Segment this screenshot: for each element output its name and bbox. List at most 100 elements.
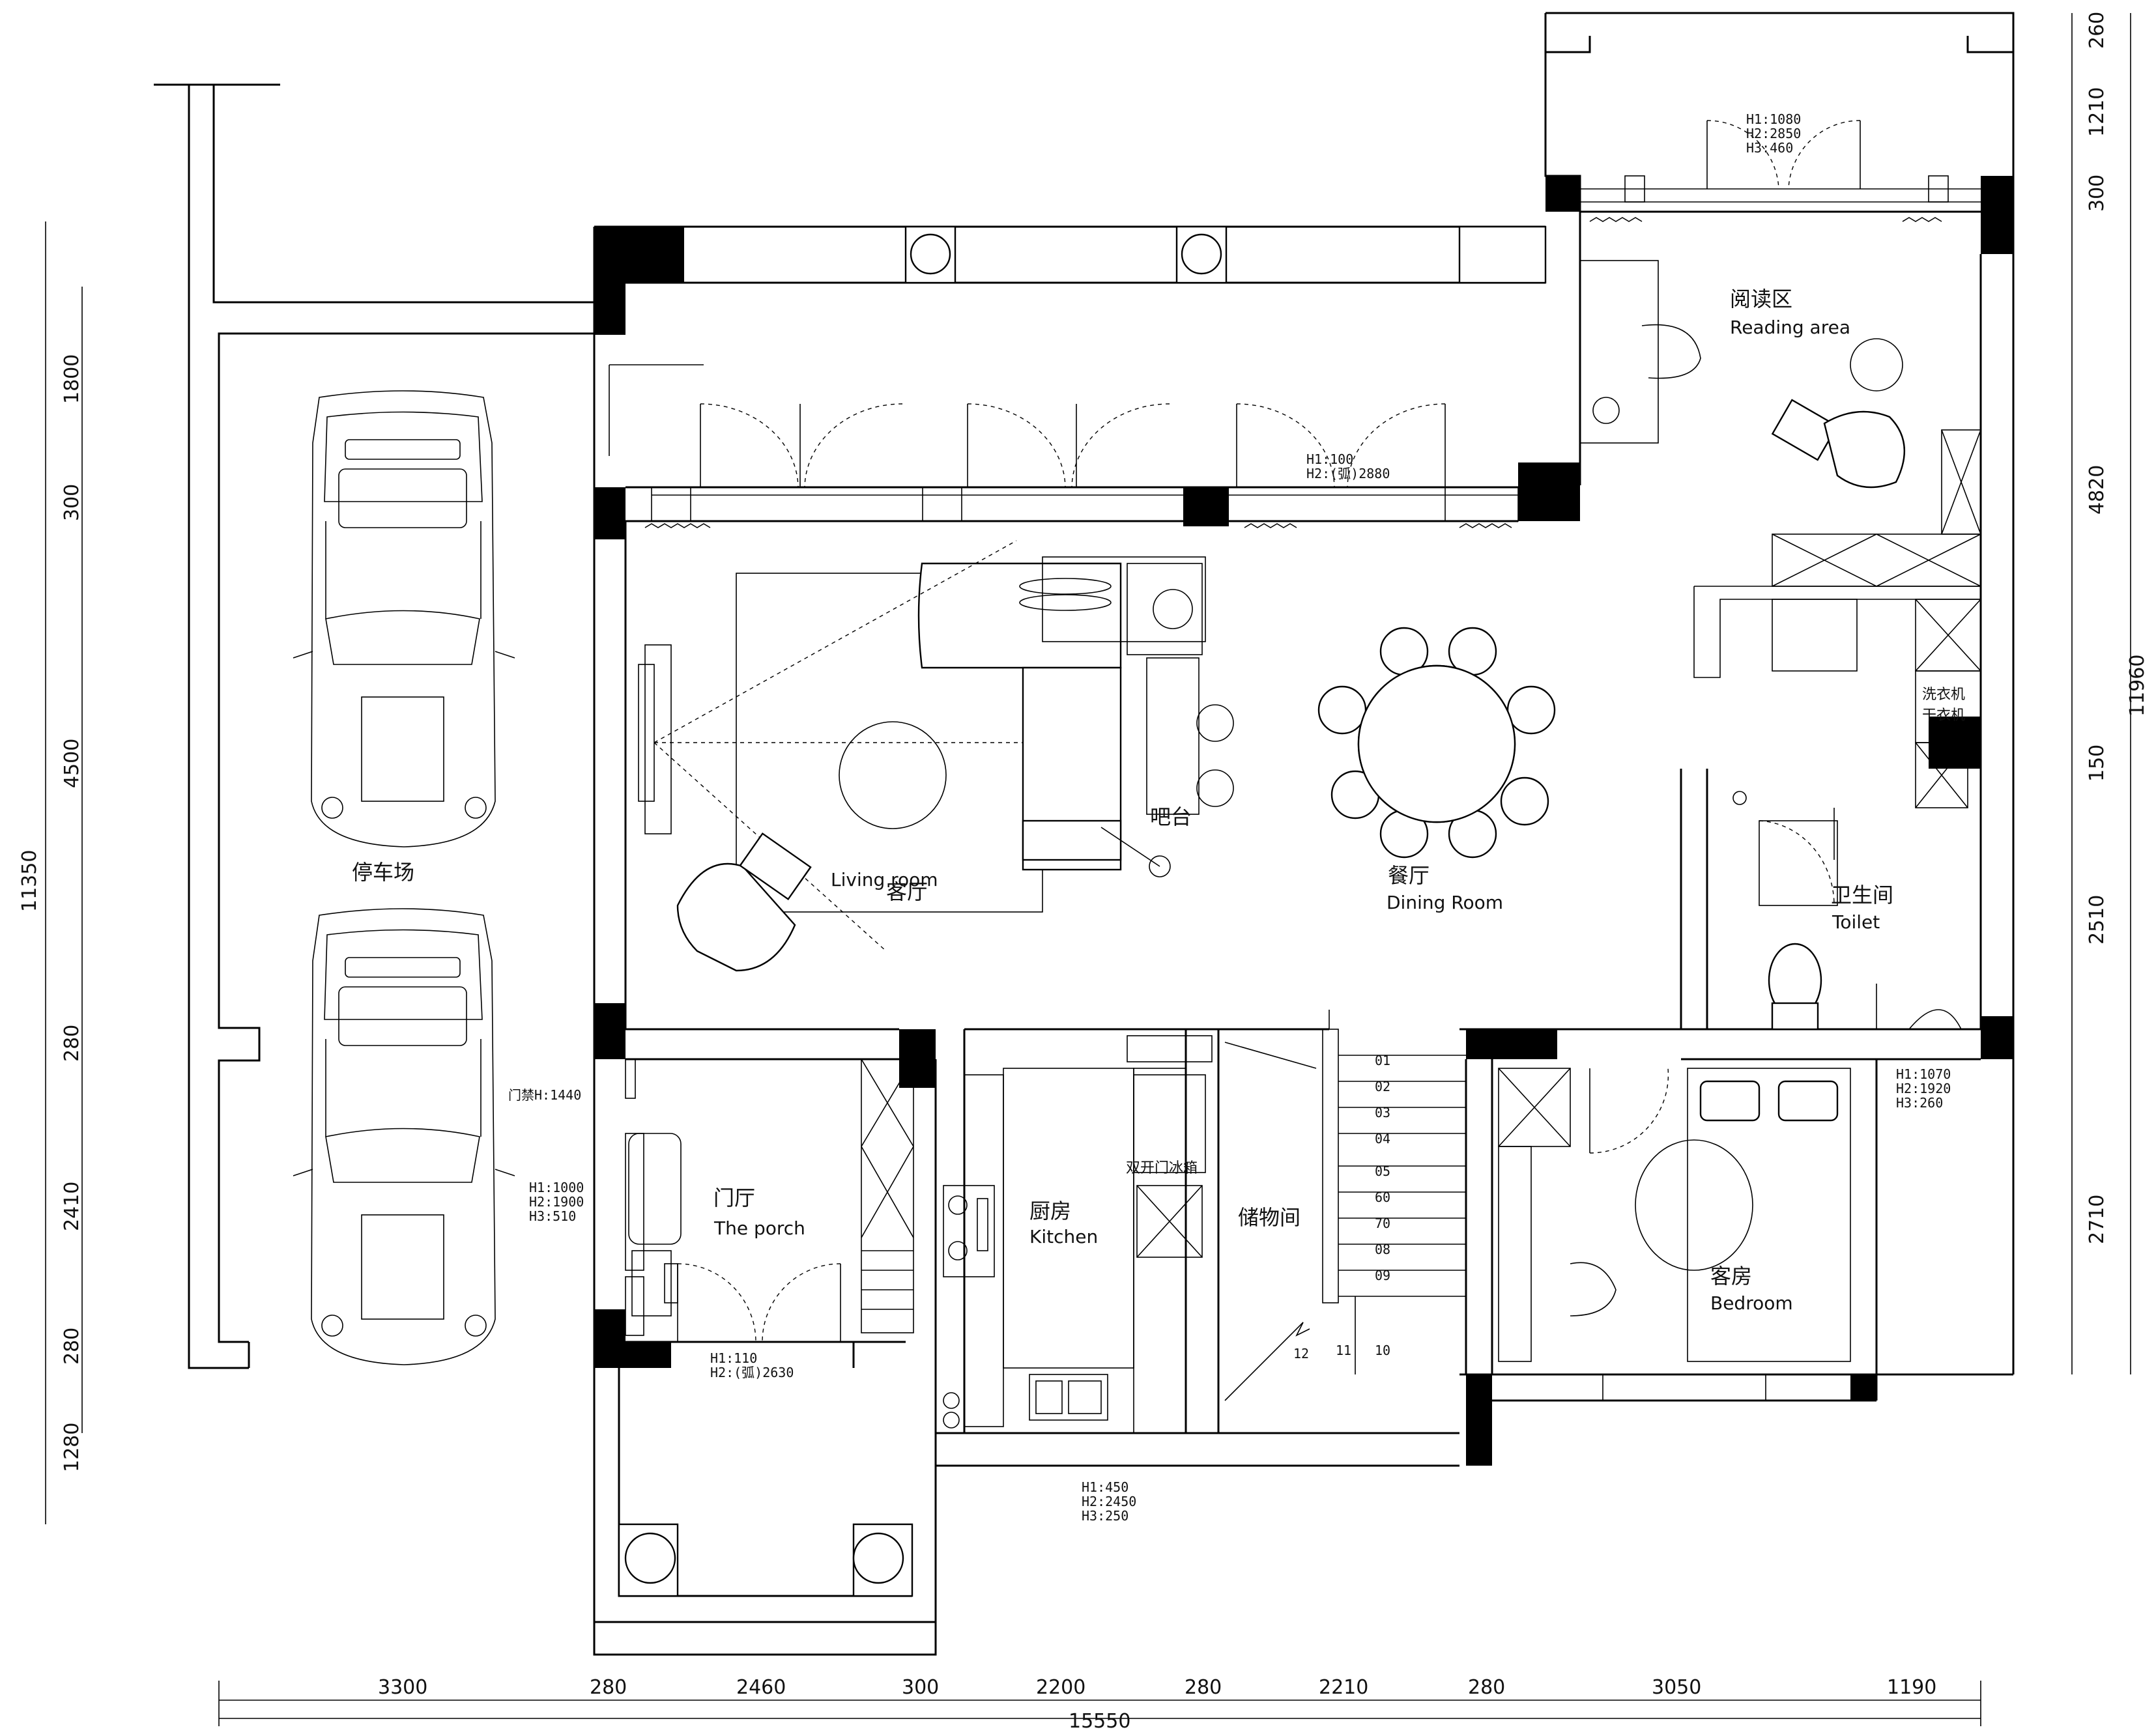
stair-number: 01: [1375, 1053, 1390, 1068]
dining-table: [1317, 627, 1556, 859]
dryer-label: 干衣机: [1922, 707, 1965, 724]
fridge-label: 双开门冰箱: [1126, 1160, 1198, 1176]
stair-number: 60: [1375, 1189, 1390, 1205]
room-label-reading-en: Reading area: [1730, 317, 1850, 338]
dimension-total: 11960: [2126, 655, 2149, 717]
window-note: H1:1000: [529, 1180, 584, 1195]
bedroom-furniture: [1498, 1068, 1851, 1401]
window-note: H1:100: [1306, 451, 1353, 467]
dimension-label: 300: [902, 1676, 939, 1699]
window-note: H1:1080: [1746, 111, 1801, 127]
bottom-dimensions: [218, 1681, 1981, 1726]
porch-furniture: [625, 1059, 914, 1343]
dimension-label: 2210: [1319, 1676, 1368, 1699]
window-hatching: [644, 217, 1942, 528]
room-label-living-en: Living room: [831, 869, 938, 890]
parking-walls: [154, 83, 594, 1369]
kitchen-fixtures: [943, 1029, 1213, 1434]
dimension-label: 2410: [61, 1182, 83, 1231]
window-note: H2:(弧)2880: [1306, 466, 1390, 481]
dimension-label: 300: [61, 484, 83, 521]
window-note: H3:510: [529, 1208, 576, 1224]
window-note: H3:250: [1082, 1508, 1128, 1524]
dimension-label: 1210: [2086, 87, 2108, 137]
laundry-toilet: [1693, 586, 1981, 1031]
living-furniture: [638, 540, 1234, 972]
dimension-label: 2510: [2086, 895, 2108, 945]
left-dimension-labels: 1800 300 4500 280 2410 280 1280: [61, 354, 83, 1472]
dimension-label: 280: [61, 1328, 83, 1365]
round-columns: [618, 225, 1547, 1597]
room-label-dining: 餐厅: [1388, 863, 1430, 888]
dimension-label: 4500: [61, 739, 83, 788]
room-label-bedroom: 客房: [1710, 1264, 1752, 1288]
stair-number: 03: [1375, 1105, 1390, 1120]
window-note: H1:1070: [1896, 1066, 1951, 1082]
room-label-bar: 吧台: [1150, 804, 1192, 829]
window-note: H2:(弧)2630: [710, 1365, 794, 1380]
window-note: H2:1900: [529, 1194, 584, 1210]
reading-furniture: [1579, 260, 1981, 587]
dimension-label: 2460: [736, 1676, 786, 1699]
dimension-label: 1190: [1887, 1676, 1936, 1699]
dimension-label: 3300: [378, 1676, 427, 1699]
room-label-parking: 停车场: [352, 860, 414, 885]
right-dimension-labels: 260 1210 300 4820 150 2510 2710: [2086, 12, 2108, 1244]
dimension-label: 1280: [61, 1423, 83, 1472]
bottom-dimension-labels: 3300 280 2460 300 2200 280 2210 280 3050…: [378, 1676, 1936, 1733]
dimension-label: 2710: [2086, 1195, 2108, 1244]
structural-columns: [594, 176, 2013, 1466]
car-icon: [293, 390, 515, 847]
window-note: H1:450: [1082, 1479, 1128, 1495]
stair-number: 10: [1375, 1343, 1390, 1358]
room-label-kitchen-en: Kitchen: [1029, 1226, 1098, 1247]
dimension-label: 280: [1468, 1676, 1505, 1699]
room-label-toilet-en: Toilet: [1832, 911, 1880, 933]
dimension-label: 3050: [1652, 1676, 1701, 1699]
dimension-label: 260: [2086, 12, 2108, 49]
right-dimensions: [2071, 13, 2131, 1374]
room-label-kitchen: 厨房: [1029, 1199, 1071, 1223]
living-folding-doors: [609, 364, 1519, 522]
dimension-label: 2200: [1036, 1676, 1085, 1699]
stair-number: 70: [1375, 1216, 1390, 1231]
dimension-label: 1800: [61, 354, 83, 404]
stair-number: 05: [1375, 1163, 1390, 1179]
stair-number: 11: [1336, 1343, 1351, 1358]
left-dimensions: [45, 221, 83, 1524]
window-note: H2:2850: [1746, 126, 1801, 141]
room-label-porch-en: The porch: [713, 1217, 805, 1239]
room-label-porch: 门厅: [713, 1186, 755, 1210]
dimension-label: 280: [590, 1676, 627, 1699]
dimension-label: 300: [2086, 175, 2108, 212]
dimension-label: 280: [61, 1025, 83, 1062]
window-note: H1:110: [710, 1350, 757, 1366]
reading-window: [1544, 13, 2015, 203]
house-walls: [593, 12, 2015, 1656]
stair-number: 08: [1375, 1242, 1390, 1257]
window-note: H2:1920: [1896, 1081, 1951, 1096]
dimension-label: 150: [2086, 745, 2108, 782]
stair-number: 02: [1375, 1079, 1390, 1094]
room-label-toilet: 卫生间: [1831, 883, 1893, 907]
room-label-bedroom-en: Bedroom: [1710, 1292, 1793, 1314]
staircase: [1224, 1010, 1466, 1401]
stair-number: 04: [1375, 1131, 1390, 1146]
stair-number: 09: [1375, 1268, 1390, 1283]
window-note: H3:460: [1746, 140, 1793, 156]
window-note: H3:260: [1896, 1095, 1943, 1111]
dimension-label: 280: [1185, 1676, 1222, 1699]
stair-number: 12: [1293, 1346, 1309, 1361]
room-label-storage: 储物间: [1238, 1205, 1301, 1230]
car-icon: [293, 908, 515, 1365]
dimension-total: 11350: [18, 850, 41, 912]
window-note: H2:2450: [1082, 1494, 1136, 1509]
room-label-reading: 阅读区: [1730, 287, 1792, 311]
room-label-living: 客厅: [886, 879, 928, 904]
washer-label: 洗衣机: [1922, 687, 1965, 703]
room-label-dining-en: Dining Room: [1387, 892, 1503, 913]
access-control-label: 门禁H:1440: [508, 1087, 581, 1103]
dimension-total: 15550: [1069, 1710, 1130, 1733]
dimension-label: 4820: [2086, 465, 2108, 515]
